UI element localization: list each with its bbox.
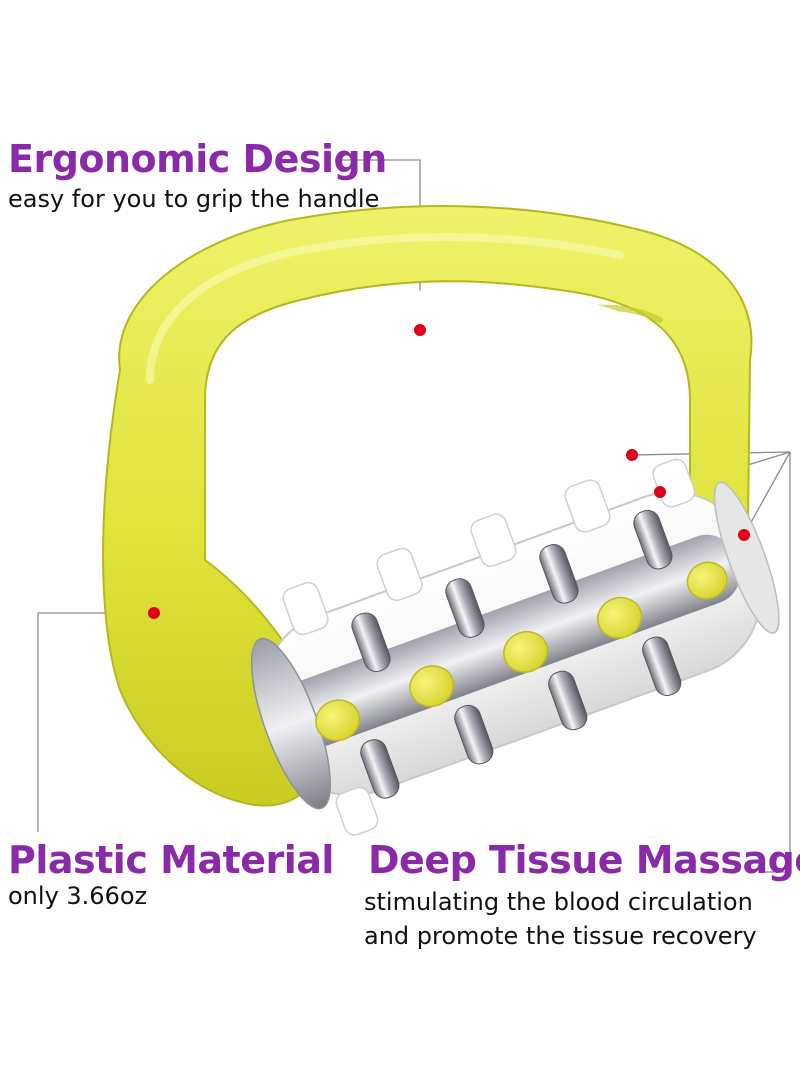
plastic-material-description: only 3.66oz xyxy=(8,882,148,910)
deep-tissue-description-line-2: and promote the tissue recovery xyxy=(364,922,757,950)
marker-ergonomic xyxy=(414,324,426,336)
handle-highlight xyxy=(146,233,624,384)
deep-tissue-massage-title: Deep Tissue Massage xyxy=(368,838,800,882)
feature-markers xyxy=(148,324,750,619)
ergonomic-design-title: Ergonomic Design xyxy=(8,137,387,181)
deep-tissue-leader-line-4 xyxy=(760,452,791,873)
deep-tissue-description-line-1: stimulating the blood circulation xyxy=(364,888,753,916)
plastic-material-title: Plastic Material xyxy=(8,838,334,882)
handle-inner-opening xyxy=(210,289,686,520)
ergonomic-design-description: easy for you to grip the handle xyxy=(8,185,380,213)
white-nubs-bottom xyxy=(335,786,379,836)
roller-end-cap-left xyxy=(250,637,332,810)
marker-deep-tissue-1 xyxy=(626,449,638,461)
chrome-pins xyxy=(351,509,682,799)
marker-plastic xyxy=(148,607,160,619)
roller-assembly xyxy=(250,458,780,836)
marker-deep-tissue-2 xyxy=(654,486,666,498)
marker-deep-tissue-3 xyxy=(738,529,750,541)
yellow-nubs xyxy=(315,561,728,742)
roller-end-cap-right xyxy=(713,481,780,634)
white-nubs-top xyxy=(282,458,696,636)
